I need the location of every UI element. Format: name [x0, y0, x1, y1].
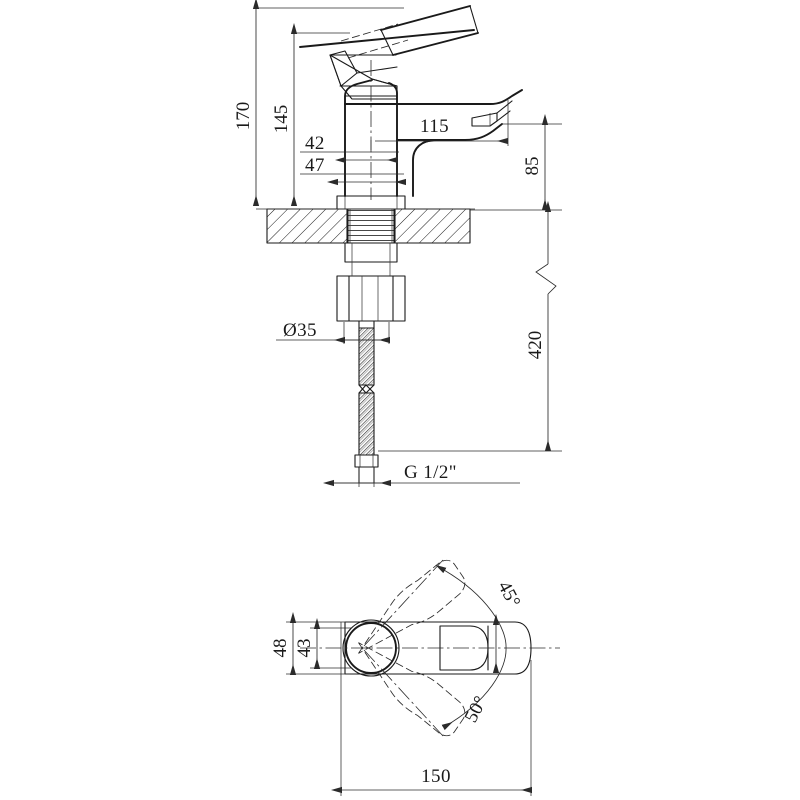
- dimension-spout-height: 85: [502, 114, 562, 210]
- dim-48-label: 48: [270, 639, 291, 658]
- dimension-shank-diameter: Ø35: [276, 320, 390, 344]
- dimension-plan-body-width: 48: [270, 612, 350, 675]
- dim-45deg-label: 45°: [493, 578, 524, 611]
- dim-85-label: 85: [522, 157, 543, 176]
- mounting-nut: [336, 242, 406, 322]
- plan-lever-position-upper: [358, 559, 466, 654]
- dimension-width-body-upper: 42: [300, 133, 399, 164]
- dimension-plan-overall-depth: 150: [331, 622, 532, 796]
- dimension-width-body-base: 47: [300, 155, 406, 186]
- dim-50deg-label: 50°: [461, 693, 492, 726]
- deck-plate: [266, 208, 471, 244]
- dim-420-label: 420: [525, 331, 546, 360]
- dimension-plan-body-inner-width: 43: [294, 618, 352, 669]
- dim-170-label: 170: [233, 102, 254, 131]
- flexible-hose: [354, 320, 379, 484]
- dimension-thread-size: G 1/2": [323, 462, 520, 487]
- dim-145-label: 145: [271, 105, 292, 134]
- front-elevation-view: 170 145 42 47 115: [233, 0, 562, 487]
- dim-150-label: 150: [421, 766, 451, 787]
- dimension-spout-reach: 115: [370, 100, 509, 150]
- dim-thread-label: G 1/2": [404, 462, 457, 483]
- dimension-height-body: 145: [271, 23, 350, 206]
- spout: [396, 89, 523, 197]
- dimension-hose-length: 420: [378, 201, 562, 452]
- dim-47-label: 47: [305, 155, 325, 176]
- lever-handle: [299, 5, 479, 105]
- top-plan-view: 45° 50° 48 43 150: [270, 559, 560, 796]
- dim-42-label: 42: [305, 133, 325, 154]
- dim-43-label: 43: [294, 639, 315, 658]
- dim-diameter35-label: Ø35: [283, 320, 317, 341]
- plan-swing-arc: [435, 564, 507, 731]
- faucet-body: [344, 103, 398, 197]
- dimension-height-overall: 170: [233, 0, 475, 210]
- plan-lever-position-lower: [358, 642, 466, 737]
- dim-115-label: 115: [420, 116, 449, 137]
- threaded-shank: [347, 208, 395, 244]
